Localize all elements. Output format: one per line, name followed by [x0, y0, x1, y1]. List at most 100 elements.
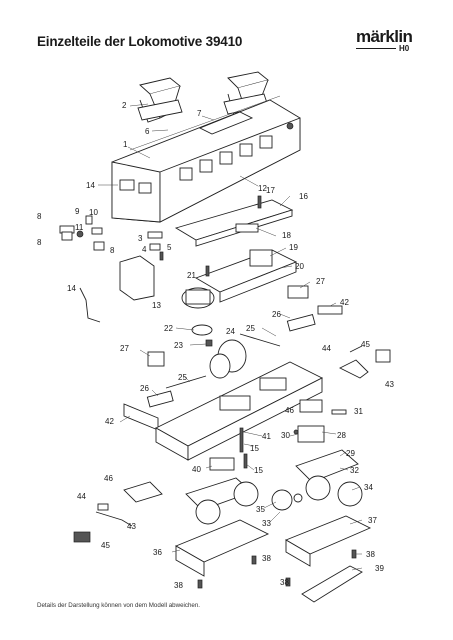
label-8a: 8 — [37, 212, 42, 221]
label-14a: 14 — [86, 181, 95, 190]
screw-38a — [197, 579, 203, 589]
label-25b: 25 — [178, 373, 187, 382]
pantograph-front — [137, 77, 183, 123]
screw-17 — [257, 195, 262, 209]
plate-42b — [317, 305, 343, 315]
side-plate-42 — [123, 403, 159, 431]
roof-plate — [174, 199, 294, 247]
label-38d: 38 — [280, 578, 289, 587]
label-17: 17 — [266, 186, 275, 195]
label-42b: 42 — [340, 298, 349, 307]
handrail-14 — [79, 287, 101, 323]
label-43b: 43 — [127, 522, 136, 531]
side-plate-39 — [301, 565, 363, 603]
bogie-37 — [284, 515, 372, 567]
small-clips-3-4 — [147, 231, 164, 261]
wheel-set-33-35 — [271, 489, 303, 511]
label-15a: 15 — [250, 444, 259, 453]
label-46b: 46 — [104, 474, 113, 483]
leader-lines — [98, 103, 363, 571]
label-46a: 46 — [285, 406, 294, 415]
logo-scale: H0 — [399, 44, 410, 53]
block-27b — [287, 285, 309, 299]
label-8c: 8 — [110, 246, 115, 255]
screw-38b — [251, 555, 257, 565]
bogie-36 — [174, 519, 270, 577]
label-15b: 15 — [254, 466, 263, 475]
brush-23 — [205, 339, 213, 347]
chassis-frame-upper — [194, 249, 298, 303]
label-40: 40 — [192, 465, 201, 474]
loco-body-shell — [111, 95, 301, 223]
label-34: 34 — [364, 483, 373, 492]
label-11: 11 — [75, 223, 84, 232]
shaft-25b-gear-26b — [146, 375, 207, 408]
label-25a: 25 — [246, 324, 255, 333]
part-number-labels: 2 6 7 1 14 12 17 16 18 19 20 27 42 9 10 … — [37, 101, 394, 590]
footer-note: Details der Darstellung können von dem M… — [37, 602, 201, 609]
label-35: 35 — [256, 505, 265, 514]
main-chassis-frame — [155, 361, 324, 461]
label-26b: 26 — [140, 384, 149, 393]
label-20: 20 — [295, 262, 304, 271]
logo-underline — [356, 48, 396, 49]
buffer-parts-left — [59, 215, 105, 251]
label-3: 3 — [138, 234, 143, 243]
label-32: 32 — [350, 466, 359, 475]
label-38c: 38 — [174, 581, 183, 590]
screw-15 — [243, 453, 248, 469]
label-37: 37 — [368, 516, 377, 525]
label-38a: 38 — [262, 554, 271, 563]
label-31: 31 — [354, 407, 363, 416]
logo-wordmark: märklin — [356, 27, 413, 46]
screw-21 — [205, 265, 210, 277]
label-43a: 43 — [385, 380, 394, 389]
label-41: 41 — [262, 432, 271, 441]
label-18: 18 — [282, 231, 291, 240]
label-28: 28 — [337, 431, 346, 440]
label-14b: 14 — [67, 284, 76, 293]
label-7: 7 — [197, 109, 202, 118]
label-45a: 45 — [361, 340, 370, 349]
label-2: 2 — [122, 101, 127, 110]
label-38b: 38 — [366, 550, 375, 559]
plate-40 — [209, 457, 235, 471]
page-title: Einzelteile der Lokomotive 39410 — [37, 34, 243, 49]
label-42a: 42 — [105, 417, 114, 426]
label-22: 22 — [164, 324, 173, 333]
label-9: 9 — [75, 207, 80, 216]
label-5: 5 — [167, 243, 172, 252]
label-33: 33 — [262, 519, 271, 528]
marklin-logo: märklin H0 — [356, 27, 416, 53]
label-27a: 27 — [120, 344, 129, 353]
label-6: 6 — [145, 127, 150, 136]
label-23: 23 — [174, 341, 183, 350]
label-4: 4 — [142, 245, 147, 254]
block-27a — [147, 351, 165, 367]
label-39: 39 — [375, 564, 384, 573]
washer-22 — [191, 324, 213, 336]
bogie-frame-left — [185, 477, 259, 525]
coupling-44-45-43 — [338, 345, 391, 379]
label-26a: 26 — [272, 310, 281, 319]
label-36: 36 — [153, 548, 162, 557]
label-19: 19 — [289, 243, 298, 252]
label-44b: 44 — [77, 492, 86, 501]
motor-armature-24 — [209, 339, 247, 379]
screw-38d — [351, 549, 357, 559]
label-24: 24 — [226, 327, 235, 336]
bracket-46 — [299, 399, 323, 413]
label-29: 29 — [346, 449, 355, 458]
label-45b: 45 — [101, 541, 110, 550]
worm-gear-26a — [286, 313, 316, 332]
screw-41-15 — [239, 427, 244, 453]
label-16: 16 — [299, 192, 308, 201]
gear-box-28-30 — [293, 425, 325, 443]
label-10: 10 — [89, 208, 98, 217]
motor-top — [181, 287, 215, 309]
label-44a: 44 — [322, 344, 331, 353]
left-small-parts-44-46 — [73, 481, 163, 543]
label-1: 1 — [123, 140, 128, 149]
label-12: 12 — [258, 184, 267, 193]
